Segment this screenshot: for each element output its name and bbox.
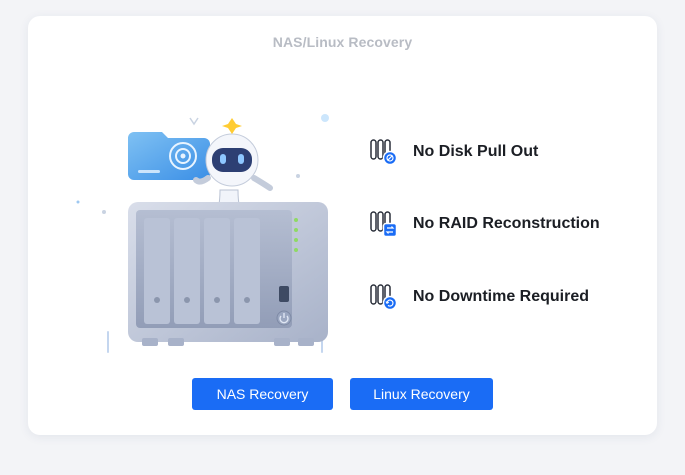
nas-recovery-button[interactable]: NAS Recovery <box>192 378 333 410</box>
feature-label: No RAID Reconstruction <box>413 215 600 232</box>
dialog-title: NAS/Linux Recovery <box>272 34 413 50</box>
disk-no-pull-icon <box>370 139 398 166</box>
no-downtime-icon <box>370 284 398 311</box>
nas-device-icon <box>128 202 328 346</box>
feature-no-disk-pull: No Disk Pull Out <box>369 136 538 168</box>
folder-icon <box>128 132 210 180</box>
feature-no-downtime: No Downtime Required <box>369 281 589 313</box>
dialog-card: NAS/Linux Recovery <box>28 16 657 435</box>
feature-label: No Disk Pull Out <box>413 143 539 160</box>
raid-no-rebuild-icon <box>370 211 398 238</box>
linux-recovery-button[interactable]: Linux Recovery <box>350 378 493 410</box>
nas-illustration <box>76 114 329 353</box>
mascot-icon <box>193 118 273 219</box>
feature-label: No Downtime Required <box>413 288 590 305</box>
feature-no-raid-reconstruction: No RAID Reconstruction <box>369 208 600 240</box>
